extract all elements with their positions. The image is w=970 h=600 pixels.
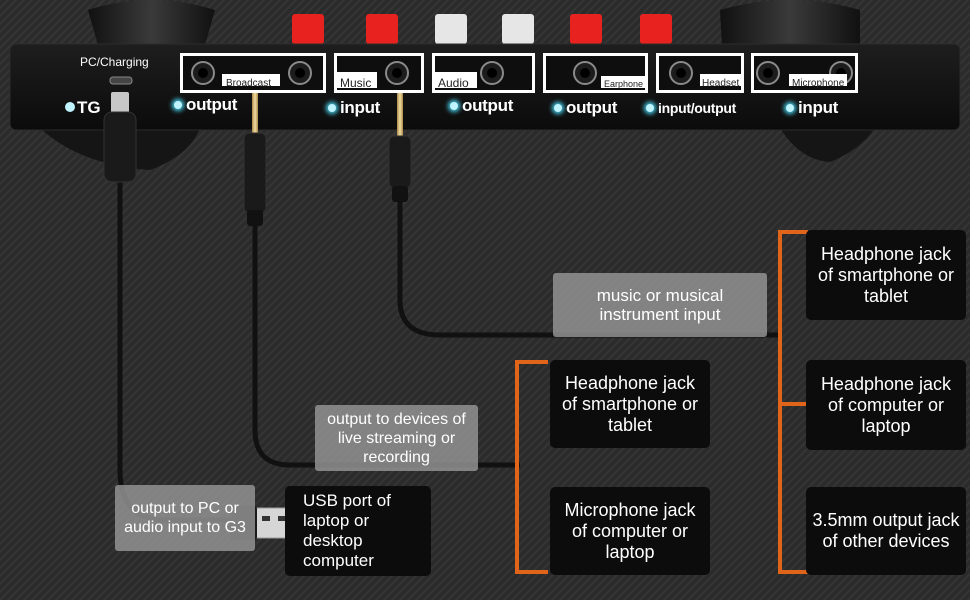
- panel-button[interactable]: [570, 14, 602, 44]
- usb-a-contact: [278, 516, 286, 521]
- pc-output-callout: output to PC or audio input to G3: [115, 485, 255, 551]
- indicator-dot: [174, 100, 182, 109]
- micro-usb-housing: [103, 111, 137, 183]
- live-stream-output-callout: output to devices of live streaming or r…: [315, 405, 478, 471]
- music-input-callout: music or musical instrument input: [553, 273, 767, 337]
- right-knob: [720, 0, 860, 45]
- jack-panels: [180, 53, 858, 93]
- middle-target-microphone-computer: Microphone jack of computer or laptop: [550, 487, 710, 575]
- panel-label-background: [789, 74, 847, 86]
- indicator-dot: [450, 101, 458, 110]
- panel-label-background: [601, 76, 647, 88]
- panel-label-headset: Headset: [702, 78, 740, 89]
- music-plug-tip: [397, 93, 403, 138]
- pc-charging-label: PC/Charging: [80, 55, 149, 69]
- panel-button[interactable]: [435, 14, 467, 44]
- right-target-headphone-computer: Headphone jack of computer or laptop: [806, 360, 966, 450]
- audio-jack-hole: [676, 68, 686, 78]
- port-direction-broadcast: output: [174, 95, 237, 115]
- micro-usb-plug: [111, 92, 129, 114]
- indicator-dot: [328, 103, 336, 112]
- broadcast-plug-housing: [243, 132, 267, 214]
- panel-label-earphone: Earphone: [604, 79, 644, 89]
- port-direction-audio: output: [450, 96, 513, 116]
- panel-label-music: Music: [340, 76, 372, 90]
- panel-label-background: [700, 74, 742, 86]
- middle-bracket: [515, 360, 548, 574]
- indicator-dot: [786, 103, 794, 112]
- audio-jack-hole: [198, 68, 208, 78]
- right-base: [780, 128, 875, 162]
- panel-label-audio: Audio: [438, 76, 469, 90]
- music-cable: [397, 200, 780, 338]
- panel-label-background: [435, 72, 477, 88]
- audio-jack-hole: [763, 68, 773, 78]
- port-direction-headset: input/output: [646, 100, 736, 116]
- audio-jack-hole: [580, 68, 590, 78]
- port-direction-music: input: [328, 98, 380, 118]
- panel-label-background: [222, 74, 280, 86]
- usb-port-target: USB port of laptop or desktop computer: [285, 486, 431, 576]
- micro-usb-port: [109, 76, 133, 85]
- indicator-dot: [646, 104, 654, 113]
- panel-label-microphone: Microphone: [792, 78, 845, 89]
- top-buttons: [292, 14, 672, 44]
- right-target-headphone-smartphone: Headphone jack of smartphone or tablet: [806, 230, 966, 320]
- panel-button[interactable]: [366, 14, 398, 44]
- usb-a-contact: [262, 516, 270, 521]
- left-knob: [88, 0, 215, 45]
- music-plug-strain: [392, 186, 408, 202]
- panel-label-background: [337, 72, 377, 88]
- broadcast-cable: [252, 225, 520, 468]
- audio-jack-hole: [392, 68, 402, 78]
- right-target-output-jack: 3.5mm output jack of other devices: [806, 487, 966, 575]
- panel-label-broadcast: Broadcast: [226, 78, 272, 89]
- music-plug-housing: [388, 135, 412, 189]
- port-direction-earphone: output: [554, 98, 617, 118]
- panel-button[interactable]: [292, 14, 324, 44]
- otg-label: TG: [77, 98, 101, 117]
- broadcast-plug-strain: [247, 210, 263, 226]
- broadcast-plug-tip: [252, 93, 258, 135]
- panel-button[interactable]: [640, 14, 672, 44]
- panel-button[interactable]: [502, 14, 534, 44]
- port-direction-microphone: input: [786, 98, 838, 118]
- audio-jack-hole: [487, 68, 497, 78]
- audio-jack-hole: [295, 68, 305, 78]
- otg-indicator-dot: [65, 102, 75, 112]
- indicator-dot: [554, 103, 562, 112]
- middle-target-headphone-smartphone: Headphone jack of smartphone or tablet: [550, 360, 710, 448]
